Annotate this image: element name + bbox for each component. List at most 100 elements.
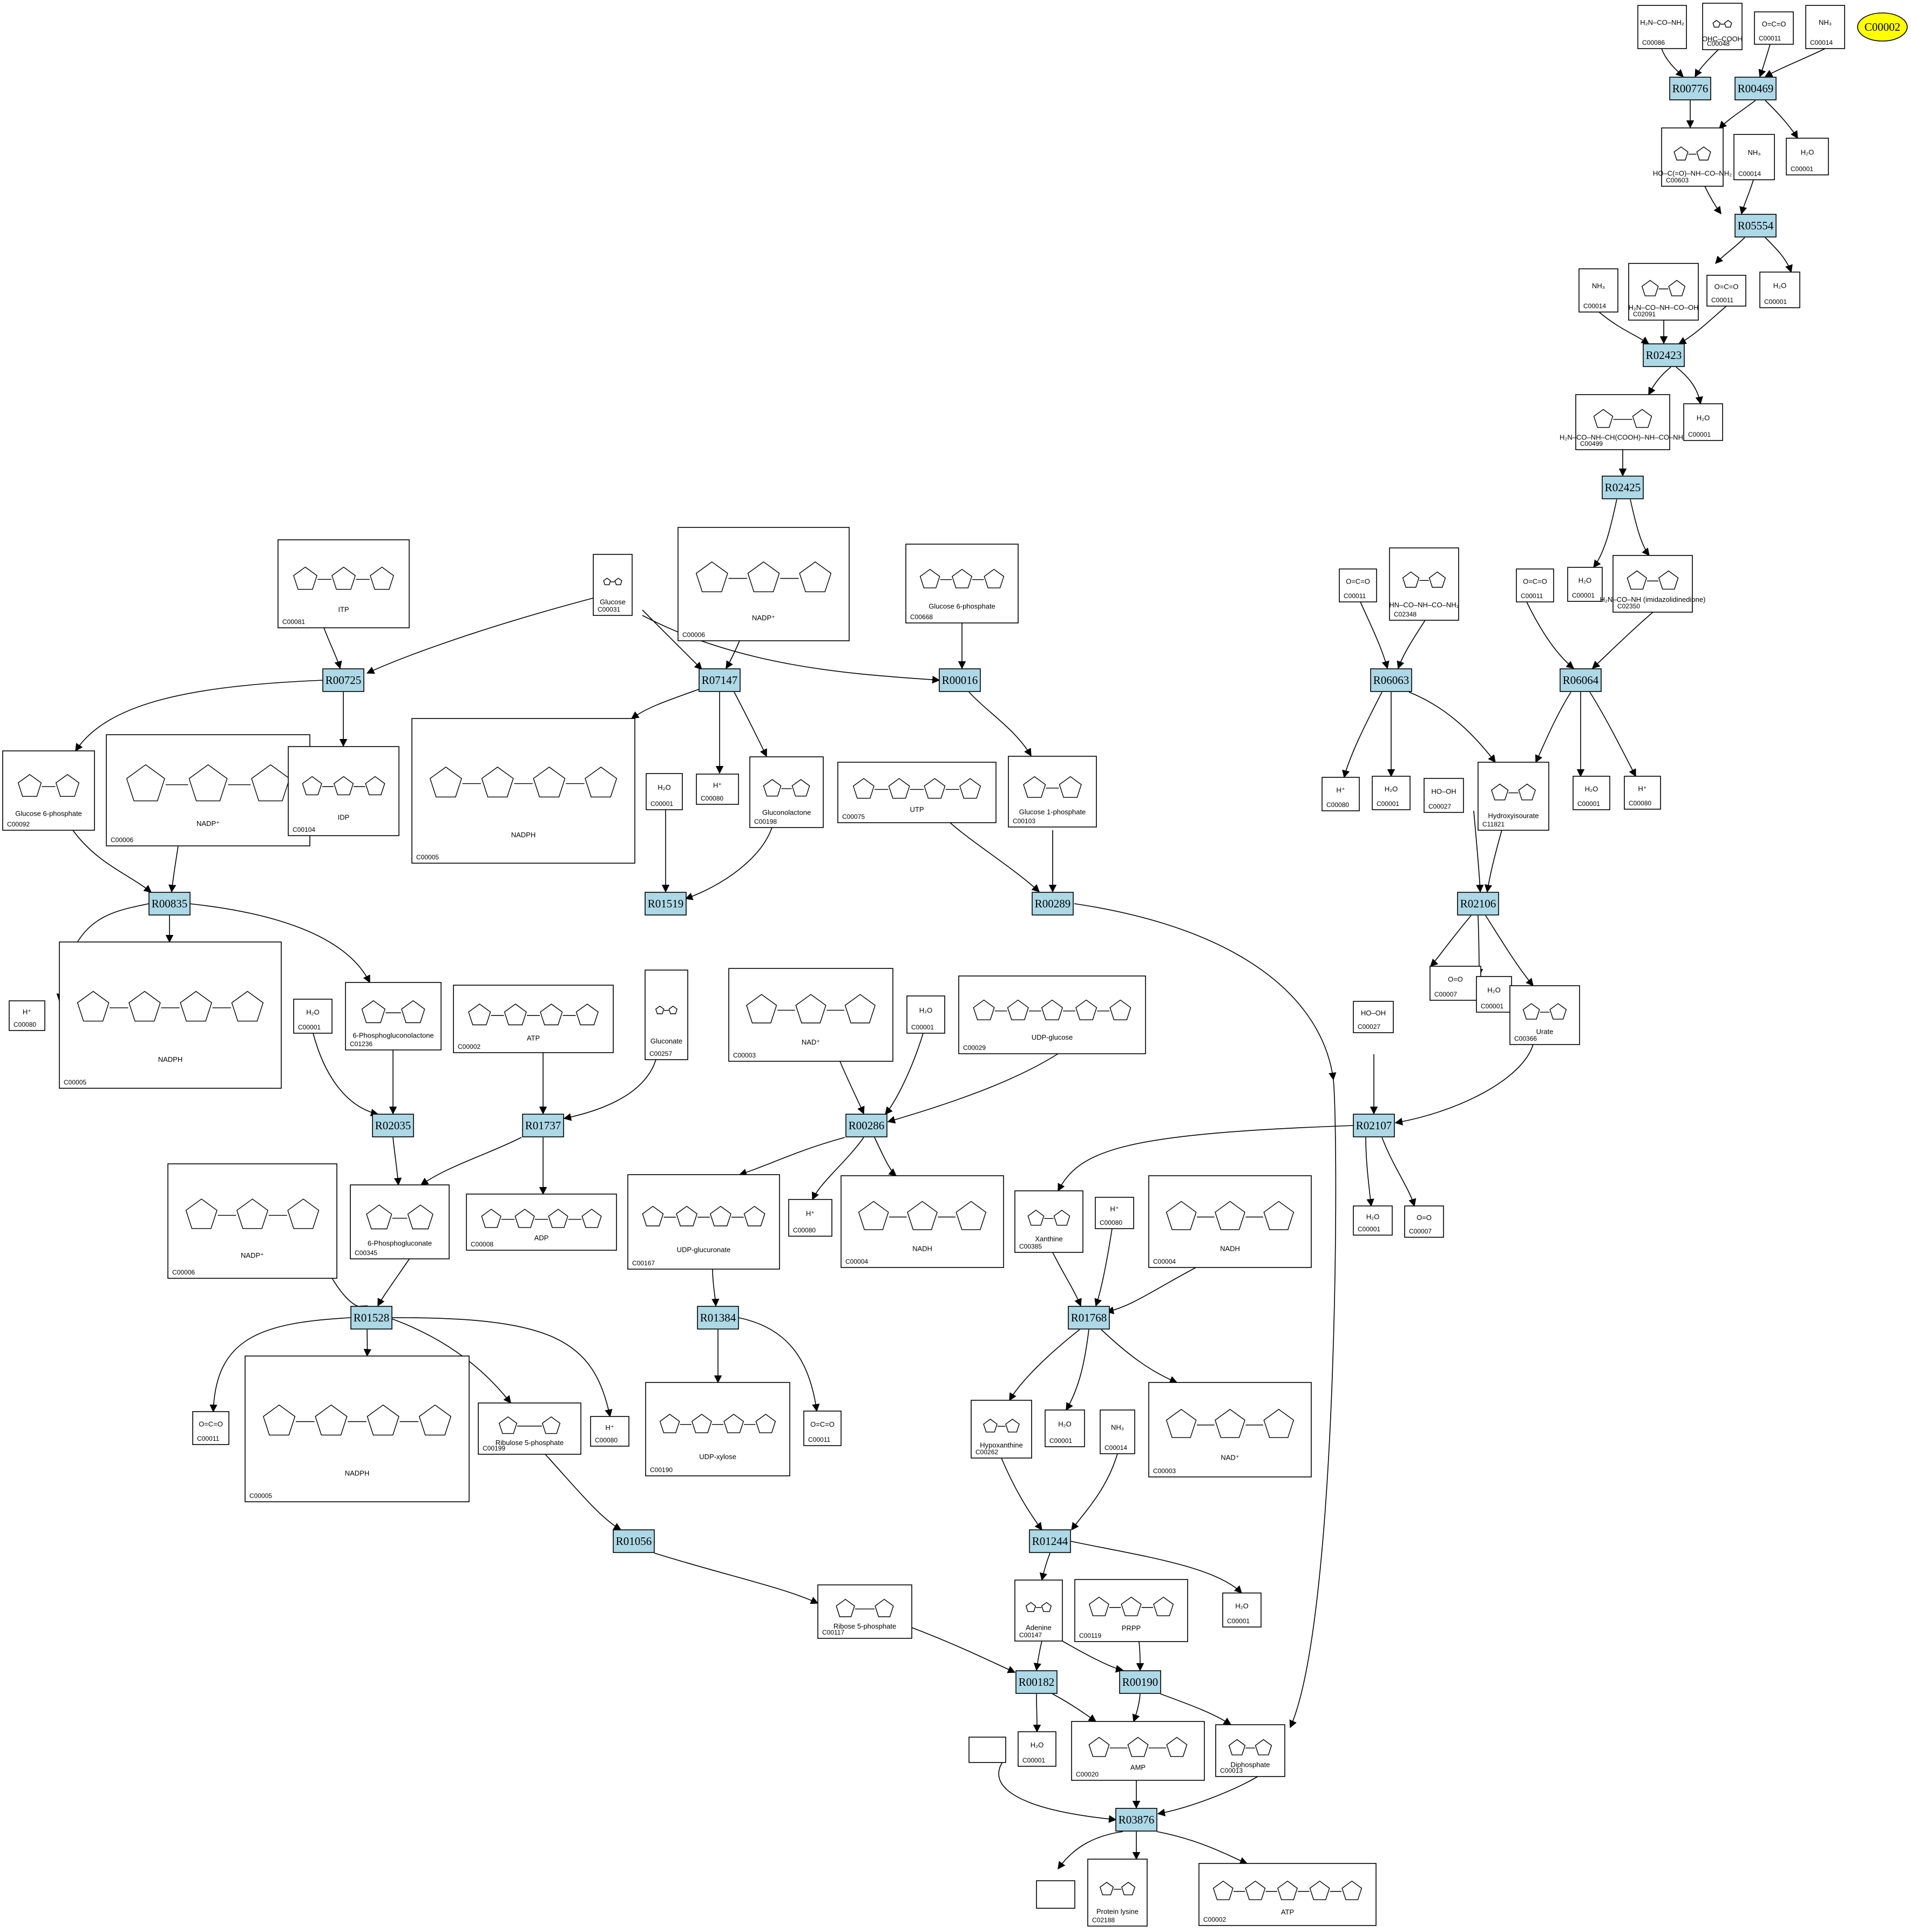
compound-node[interactable]: H⁺C00080 — [9, 1000, 45, 1031]
reaction-node[interactable]: R06064 — [1560, 668, 1602, 692]
empty-node[interactable] — [968, 1737, 1006, 1763]
reaction-node[interactable]: R01519 — [645, 892, 687, 916]
compound-node[interactable]: NAD⁺C00003 — [1148, 1382, 1312, 1477]
reaction-node[interactable]: R02423 — [1643, 343, 1685, 367]
compound-node[interactable]: H⁺C00080 — [590, 1416, 629, 1447]
compound-node[interactable]: H⁺C00080 — [1322, 777, 1360, 811]
empty-node[interactable] — [1036, 1880, 1075, 1909]
reaction-node[interactable]: R00469 — [1734, 77, 1777, 100]
reaction-node[interactable]: R01384 — [697, 1306, 739, 1330]
reaction-node[interactable]: R00289 — [1032, 892, 1074, 916]
reaction-node[interactable]: R02425 — [1602, 476, 1644, 499]
reaction-node[interactable]: R06063 — [1370, 668, 1412, 692]
compound-node[interactable]: H⁺C00080 — [1624, 776, 1661, 810]
reaction-node[interactable]: R01737 — [522, 1114, 564, 1137]
reaction-node[interactable]: R01528 — [350, 1306, 392, 1330]
reaction-node[interactable]: R01244 — [1029, 1529, 1071, 1553]
reaction-node[interactable]: R00286 — [845, 1114, 887, 1137]
compound-node[interactable]: H⁺C00080 — [1095, 1197, 1134, 1229]
reaction-node[interactable]: R00182 — [1015, 1670, 1058, 1694]
compound-node[interactable]: H₂N–CO–NH (imidazolidinedione)C02350 — [1600, 555, 1706, 613]
compound-node[interactable]: H⁺C00080 — [696, 774, 739, 805]
compound-node[interactable]: NADP⁺C00006 — [167, 1163, 337, 1279]
reaction-node[interactable]: R00776 — [1669, 77, 1711, 100]
reaction-node[interactable]: R02035 — [372, 1114, 414, 1137]
reaction-node[interactable]: R00016 — [939, 668, 981, 692]
reaction-node[interactable]: R03876 — [1115, 1808, 1157, 1832]
compound-node[interactable]: NADP⁺C00006 — [106, 734, 310, 846]
compound-node[interactable]: NAD⁺C00003 — [728, 968, 893, 1062]
reaction-node[interactable]: R01768 — [1068, 1306, 1110, 1330]
reaction-node[interactable]: R00835 — [148, 892, 191, 916]
compound-node[interactable]: NADP⁺C00006 — [677, 527, 850, 641]
reaction-node[interactable]: R07147 — [699, 668, 741, 692]
reaction-node[interactable]: R00725 — [322, 668, 364, 692]
reaction-node[interactable]: R00190 — [1119, 1670, 1161, 1694]
reaction-node[interactable]: R02106 — [1457, 892, 1499, 916]
reaction-node[interactable]: R02107 — [1353, 1114, 1395, 1137]
reaction-node[interactable]: R05554 — [1734, 214, 1777, 238]
